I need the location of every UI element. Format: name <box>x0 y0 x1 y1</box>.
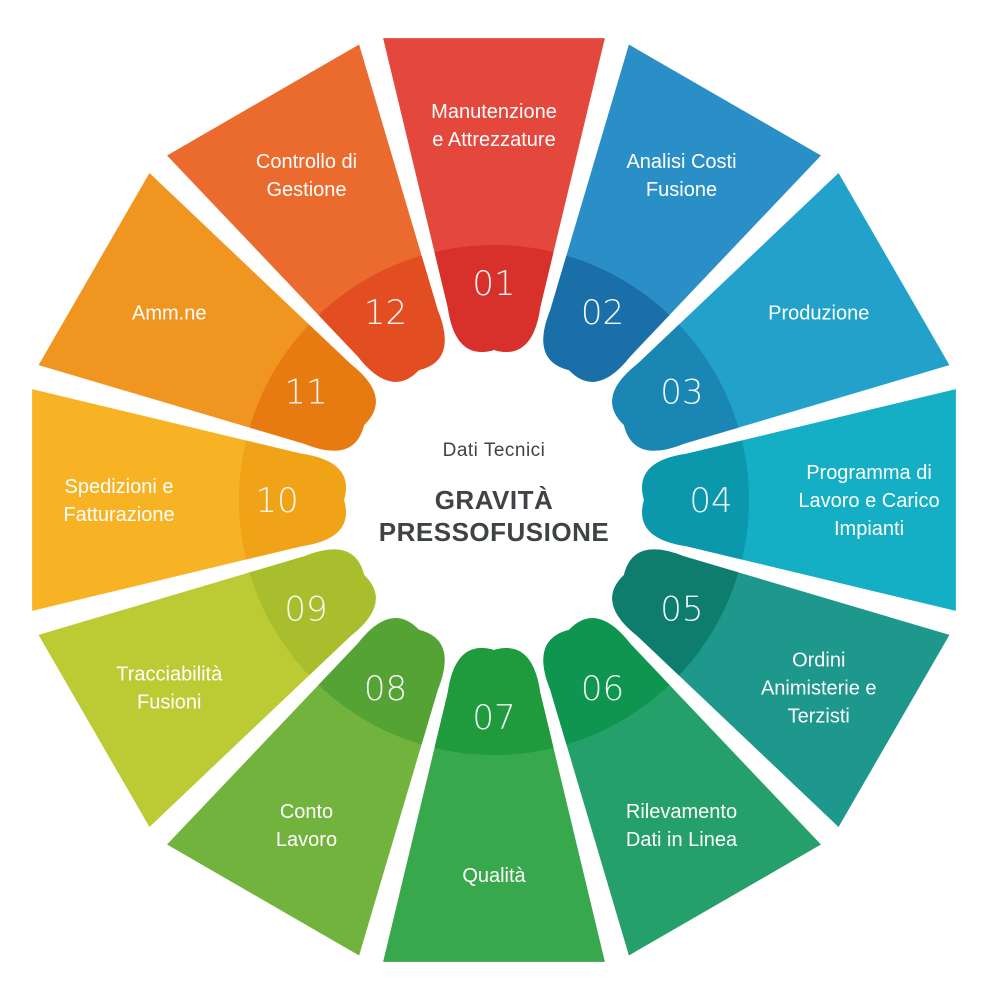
segment-label-line: Lavoro e Carico <box>798 490 939 512</box>
segment-label-line: Impianti <box>834 518 904 540</box>
segment-number: 12 <box>364 293 407 333</box>
segment-label-line: Dati in Linea <box>626 829 738 851</box>
segment-label-line: Fusione <box>646 179 717 201</box>
segment-number: 06 <box>581 669 624 709</box>
segment-label-line: Conto <box>280 801 333 823</box>
segment-shape <box>642 389 956 611</box>
segment-number: 10 <box>255 481 298 521</box>
segment-label-line: Fusioni <box>137 692 201 714</box>
segment-label-line: Analisi Costi <box>626 151 736 173</box>
segment-label-line: Rilevamento <box>626 801 737 823</box>
segment-label-line: Manutenzione <box>431 101 557 123</box>
segment-shape <box>32 389 346 611</box>
segment-label-line: e Attrezzature <box>432 129 555 151</box>
segment-label-line: Controllo di <box>256 151 357 173</box>
segment-label-line: Animisterie e <box>761 678 877 700</box>
segment-number: 07 <box>472 698 515 738</box>
segment-label-line: Amm.ne <box>132 303 206 325</box>
segment-label-line: Tracciabilità <box>116 664 223 686</box>
segment-label-line: Qualità <box>462 865 526 887</box>
segment-label-line: Terzisti <box>788 706 850 728</box>
segment-number: 03 <box>660 373 703 413</box>
segment-label-line: Lavoro <box>276 829 337 851</box>
segment-label-line: Gestione <box>266 179 346 201</box>
segment-label-line: Spedizioni e <box>65 476 174 498</box>
center-title-line-1: GRAVITÀ <box>435 485 554 515</box>
center-title-line-2: PRESSOFUSIONE <box>379 517 609 547</box>
segment-label-line: Programma di <box>806 462 932 484</box>
segment-01: 01 Manutenzione e Attrezzature <box>383 38 605 352</box>
segment-10: 10 Spedizioni e Fatturazione <box>32 389 346 611</box>
segment-shape <box>383 38 605 352</box>
center-subtitle: Dati Tecnici <box>443 440 546 461</box>
wheel-center: Dati Tecnici GRAVITÀ PRESSOFUSIONE <box>379 440 609 547</box>
segment-number: 08 <box>364 669 407 709</box>
segment-number: 04 <box>689 481 732 521</box>
segment-number: 02 <box>581 293 624 333</box>
segment-number: 09 <box>284 590 327 630</box>
segment-shape <box>383 648 605 962</box>
segment-label-line: Produzione <box>768 303 869 325</box>
segment-label-line: Fatturazione <box>63 504 174 526</box>
segment-label-line: Ordini <box>792 650 845 672</box>
segment-number: 11 <box>284 373 327 413</box>
segment-number: 01 <box>472 264 515 304</box>
segment-number: 05 <box>660 590 703 630</box>
